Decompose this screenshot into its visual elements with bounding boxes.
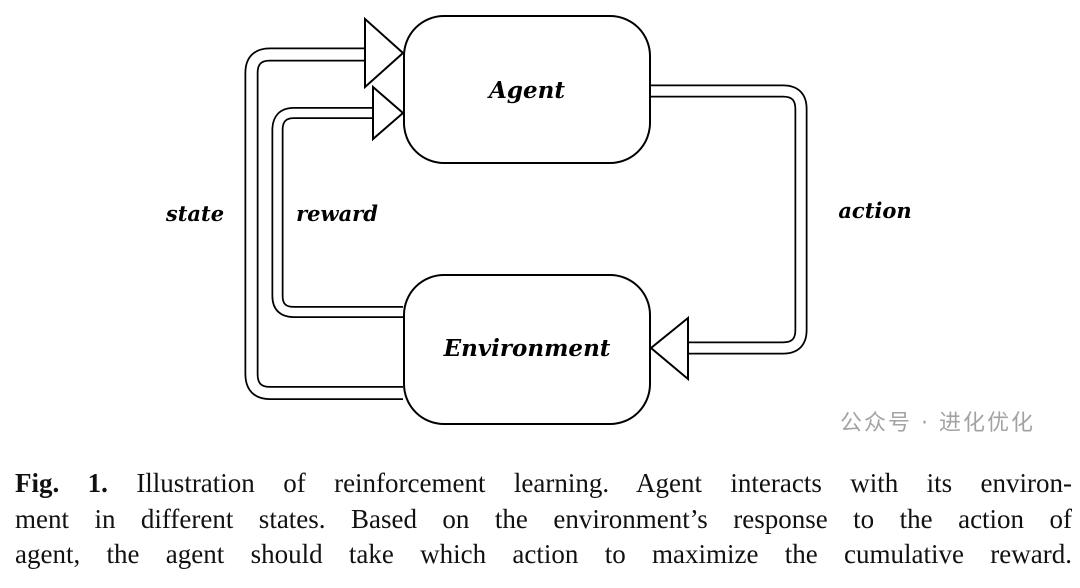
environment-label: Environment xyxy=(443,335,611,362)
caption-text-3: agent, the agent should take which actio… xyxy=(15,539,1072,569)
action-arrow xyxy=(647,84,808,382)
reward-label: reward xyxy=(296,201,378,226)
agent-label: Agent xyxy=(487,77,565,104)
state-label: state xyxy=(165,201,224,226)
agent-box xyxy=(403,15,651,164)
caption-line-2: ment in different states. Based on the e… xyxy=(15,502,1072,538)
rl-diagram: Agent Environment state reward action xyxy=(165,15,912,425)
environment-box xyxy=(403,274,651,425)
watermark: 公众号 · 进化优化 xyxy=(840,411,1035,436)
caption-line-3: agent, the agent should take which actio… xyxy=(15,537,1072,573)
action-label: action xyxy=(838,198,911,223)
caption-text-2: ment in different states. Based on the e… xyxy=(15,503,1072,534)
figure-label: Fig. 1. xyxy=(15,468,108,498)
state-arrow xyxy=(244,16,405,400)
caption-line-1: Fig. 1. Illustration of reinforcement le… xyxy=(15,466,1072,502)
reward-arrow xyxy=(271,84,405,318)
caption-text-1: Illustration of reinforcement learning. … xyxy=(136,468,1073,498)
figure-caption: Fig. 1. Illustration of reinforcement le… xyxy=(15,466,1072,573)
